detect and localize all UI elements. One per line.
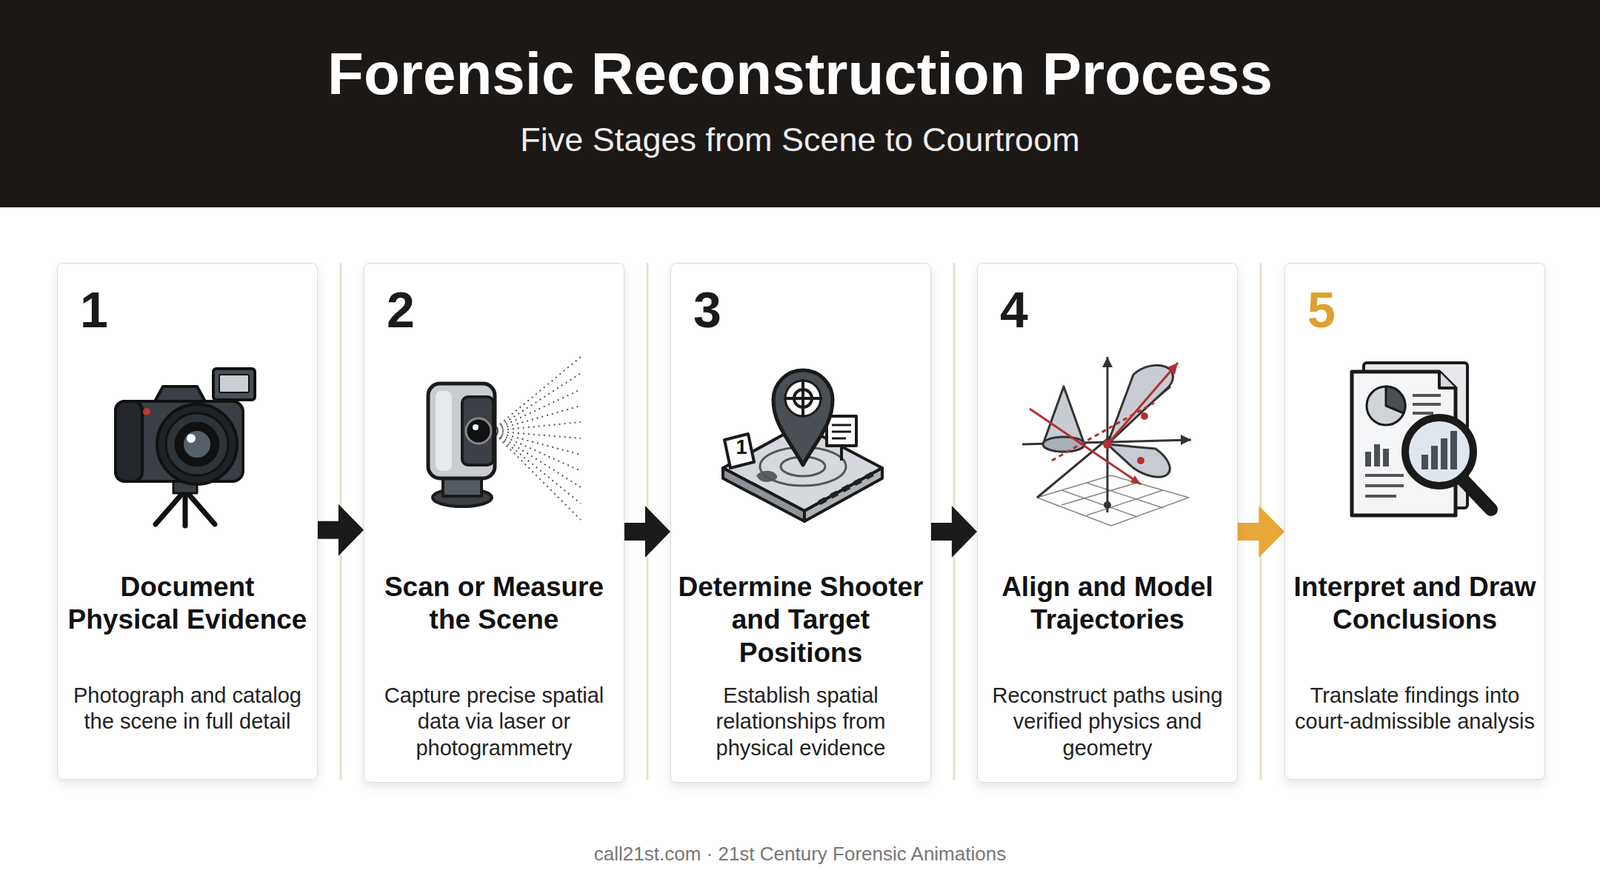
flow-arrow [317,504,364,557]
footer-credit: call21st.com · 21st Century Forensic Ani… [0,842,1600,866]
step-description: Establish spatial relationships from phy… [678,682,923,762]
separators [340,262,1261,780]
step-number: 1 [80,284,310,335]
trajectory-icon [1022,357,1192,526]
step-number: 4 [1000,284,1230,335]
report-icon [1351,362,1492,516]
step-description: Reconstruct paths using verified physics… [985,682,1230,762]
step-heading: Determine Shooter and Target Positions [677,571,925,670]
step-number: 2 [386,284,617,335]
step-number: 5 [1307,284,1538,335]
camera-icon [115,368,255,526]
stage-card: 5Interpret and Draw ConclusionsTranslate… [1284,262,1546,780]
stage-card: 2Scan or Measure the SceneCapture precis… [363,262,625,783]
step-heading: Scan or Measure the Scene [370,571,618,638]
step-number: 3 [693,284,923,335]
flow-arrow [624,505,671,558]
flow-arrow [1237,505,1285,558]
evidence-marker-number: 1 [730,437,753,460]
subtitle: Five Stages from Scene to Courtroom [0,120,1600,160]
step-description: Translate findings into court-admissible… [1292,682,1538,736]
title: Forensic Reconstruction Process [0,41,1600,107]
step-heading: Align and Model Trajectories [983,571,1232,638]
stage-card: 3Determine Shooter and Target PositionsE… [670,262,932,783]
step-description: Capture precise spatial data via laser o… [371,682,617,762]
stage-card: 4Align and Model TrajectoriesReconstruct… [977,262,1238,783]
location-pin-icon [722,370,883,522]
laser-scanner-icon [428,357,581,520]
step-heading: Interpret and Draw Conclusions [1291,571,1539,638]
step-description: Photograph and catalog the scene in full… [65,682,310,736]
step-heading: Document Physical Evidence [63,571,312,638]
stage-card: 1Document Physical EvidencePhotograph an… [57,262,318,780]
flow-arrow [931,505,978,558]
